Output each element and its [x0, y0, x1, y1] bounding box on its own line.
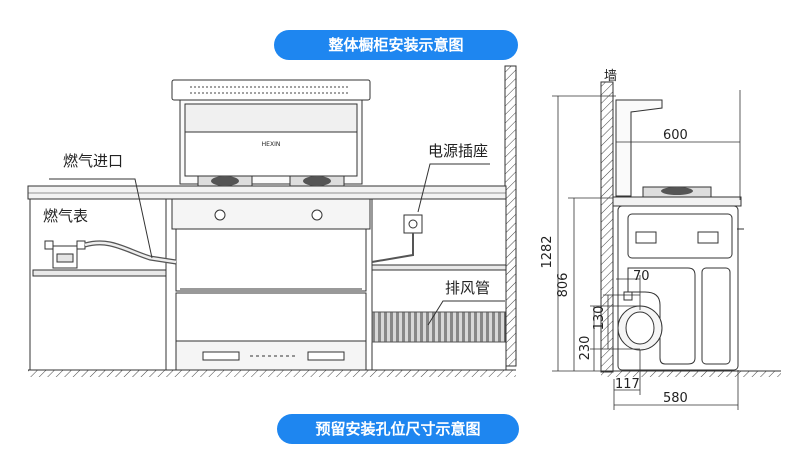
integrated-stove: HEXIN: [171, 79, 371, 371]
kitchen-installation-view: HEXIN: [27, 65, 517, 377]
power-cord: [371, 233, 414, 263]
exhaust-pipe: [371, 311, 506, 343]
wall-right: [504, 65, 517, 367]
label-wall: 墙: [604, 69, 617, 84]
floor: [28, 370, 516, 377]
left-knob-icon: [214, 209, 226, 221]
dim-hole-130: 130: [592, 306, 607, 331]
countertop: [27, 185, 507, 200]
dim-offset-70: 70: [633, 269, 650, 284]
dim-height-806: 806: [556, 273, 571, 298]
dim-wall-117: 117: [615, 377, 640, 392]
cabinet-shelf: [32, 269, 167, 277]
label-exhaust-pipe: 排风管: [445, 279, 490, 297]
side-dimension-view: 墙: [540, 69, 781, 410]
title-hole-size-diagram: 预留安装孔位尺寸示意图: [277, 414, 519, 444]
cabinet-shelf-right: [371, 264, 507, 271]
dim-height-1282: 1282: [540, 235, 555, 268]
label-power-socket: 电源插座: [428, 142, 488, 160]
gas-meter: [44, 240, 86, 269]
dim-depth-580: 580: [663, 391, 688, 406]
label-gas-meter: 燃气表: [43, 207, 88, 225]
dim-hole-230: 230: [578, 336, 593, 361]
right-knob-icon: [311, 209, 323, 221]
title-installation-diagram: 整体橱柜安装示意图: [274, 30, 518, 60]
label-gas-inlet: 燃气进口: [63, 152, 123, 170]
dim-depth-600: 600: [663, 128, 688, 143]
brand-logo: HEXIN: [262, 141, 281, 148]
